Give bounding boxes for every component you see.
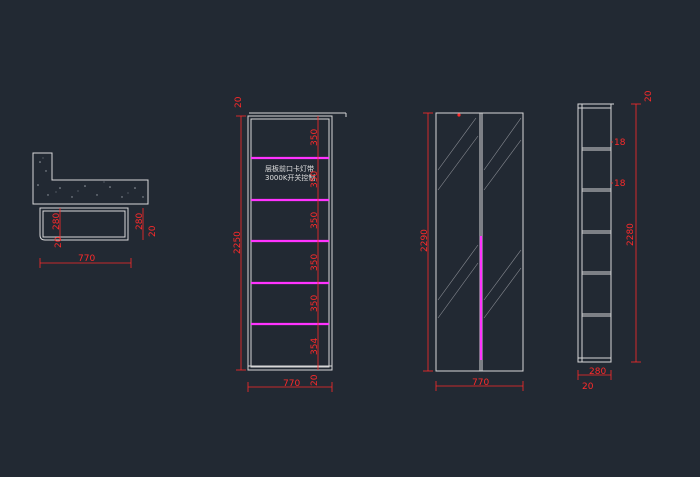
door-elevation: 2290 770 [420,112,524,391]
side-depth-label: 280 [589,367,606,377]
door-dimensions: 2290 770 [420,112,524,391]
plan-width-label: 770 [78,254,95,264]
front-dimensions: 2250 20 350 350 350 350 350 354 20 770 [233,96,333,392]
front-width-label: 770 [283,379,300,389]
plan-depth-b-label: 280 [135,213,145,230]
door-height-label: 2290 [420,229,430,252]
door-width-label: 770 [472,378,489,388]
front-elevation: 层板前口卡灯带 3000K开关控制 2250 20 350 350 350 35… [233,96,347,392]
front-gap-4: 350 [310,254,320,271]
side-top-thickness-label: 20 [644,90,654,102]
plan-dimensions: 770 280 280 20 20 [39,208,158,268]
front-shelves [251,156,329,326]
front-bottom-thickness-label: 20 [310,374,320,386]
front-led-note-line1: 层板前口卡灯带 [265,164,314,173]
front-gap-6: 354 [310,338,320,355]
front-height-label: 2250 [233,231,243,254]
plan-thick-a-label: 20 [54,236,64,248]
front-gap-1: 350 [310,129,320,146]
side-shelf-thick-1-label: 18 [614,138,626,148]
side-dimensions: 2280 20 18 18 280 20 [577,90,654,392]
plan-cabinet-inner [42,210,126,238]
door-glass-reflection [437,117,522,319]
front-gap-3: 350 [310,212,320,229]
side-shelves [582,147,611,317]
side-section: 2280 20 18 18 280 20 [577,90,654,392]
plan-slab-hatch [37,157,144,198]
front-led-note-line2: 3000K开关控制 [265,173,315,182]
side-height-label: 2280 [626,223,636,246]
plan-depth-a-label: 280 [52,213,62,230]
plan-view: 770 280 280 20 20 [32,152,158,268]
side-bottom-thickness-label: 20 [582,382,594,392]
side-shelf-thick-2-label: 18 [614,179,626,189]
front-cabinet-outline [247,115,333,371]
front-gap-2: 350 [310,171,320,188]
plan-slab [32,152,149,205]
plan-thick-b-label: 20 [148,225,158,237]
plan-cabinet-body [39,207,129,241]
front-gap-5: 350 [310,295,320,312]
front-top-thickness-label: 20 [234,96,244,108]
